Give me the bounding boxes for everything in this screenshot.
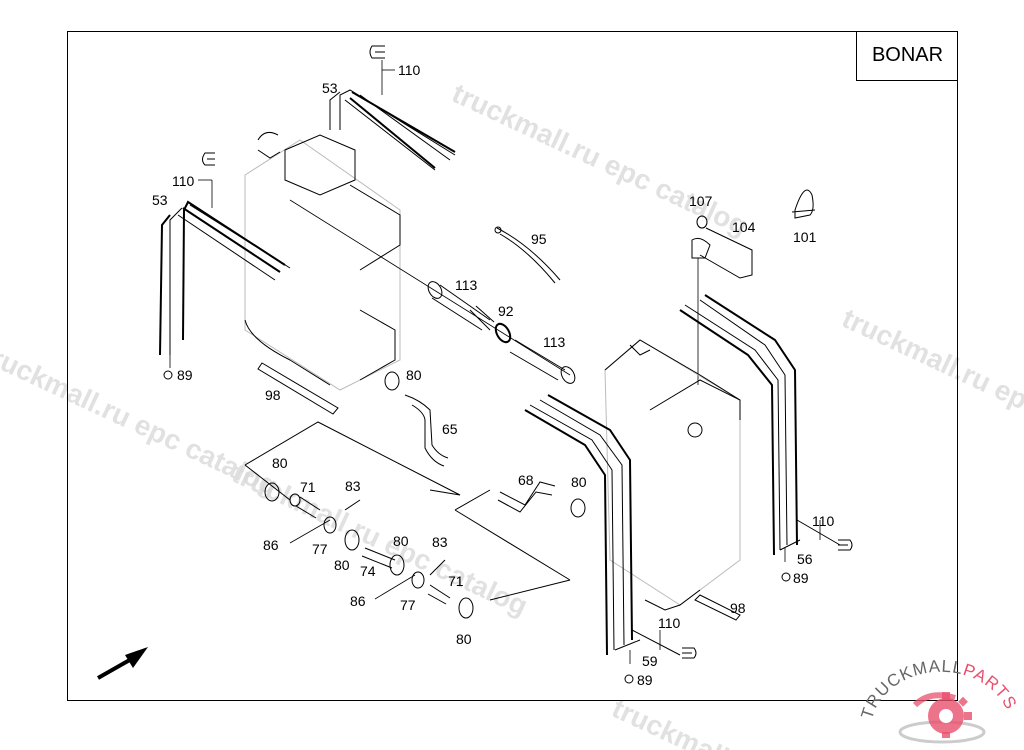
bracket-53-left	[159, 200, 291, 356]
callout-65: 65	[442, 421, 458, 437]
leader-lines	[169, 60, 821, 664]
clip-101	[791, 189, 816, 219]
callout-80: 80	[406, 367, 422, 383]
pipe-assembly-113	[289, 199, 576, 384]
callout-59: 59	[642, 653, 658, 669]
callout-53: 53	[322, 80, 338, 96]
callout-77: 77	[312, 541, 328, 557]
callout-110: 110	[658, 615, 681, 631]
callout-56: 56	[797, 551, 813, 567]
callout-labels: 110 53 110 53 89 98 80 65 95 113 92 113 …	[152, 62, 835, 688]
bracket-right-rear	[679, 294, 841, 556]
callout-80: 80	[272, 455, 288, 471]
callout-110: 110	[812, 513, 835, 529]
callout-83: 83	[345, 478, 361, 494]
callout-71: 71	[300, 479, 316, 495]
arrow-up-right-icon	[97, 647, 148, 680]
bracket-right-front	[524, 394, 681, 656]
bracket-53-top	[329, 89, 456, 171]
callout-71: 71	[448, 573, 464, 589]
callout-113: 113	[455, 277, 478, 293]
callout-89: 89	[793, 570, 809, 586]
callout-74: 74	[360, 563, 376, 579]
callout-101: 101	[793, 229, 817, 245]
diagram-frame	[67, 31, 958, 701]
callout-80: 80	[571, 474, 587, 490]
callout-92: 92	[498, 303, 514, 319]
callout-104: 104	[732, 219, 756, 235]
callout-110: 110	[398, 62, 421, 78]
right-fuel-tank	[604, 339, 741, 611]
callout-98: 98	[730, 600, 746, 616]
washers-89	[163, 370, 791, 684]
callout-86: 86	[350, 593, 366, 609]
callout-80: 80	[456, 631, 472, 647]
callout-110: 110	[172, 173, 195, 189]
callout-53: 53	[152, 192, 168, 208]
callout-113: 113	[543, 334, 566, 350]
title-box: BONAR	[856, 31, 958, 81]
strap-98	[257, 362, 741, 621]
callout-89: 89	[637, 672, 653, 688]
coupling-assembly	[244, 464, 571, 619]
callout-68: 68	[518, 472, 534, 488]
callout-77: 77	[400, 597, 416, 613]
callout-98: 98	[265, 387, 281, 403]
gear-icon	[898, 692, 986, 744]
truckmall-parts-logo[interactable]: TRUCKMALLPARTS	[860, 650, 1024, 750]
hose-68	[454, 481, 586, 581]
callout-83: 83	[432, 534, 448, 550]
callout-107: 107	[689, 193, 713, 209]
strap-95	[494, 226, 561, 284]
callout-86: 86	[263, 537, 279, 553]
hose-65	[244, 371, 461, 496]
callout-80: 80	[334, 557, 350, 573]
left-fuel-tank	[244, 131, 401, 391]
u-clips	[202, 45, 853, 659]
callout-89: 89	[177, 367, 193, 383]
diagram-title: BONAR	[871, 44, 944, 66]
callout-80: 80	[393, 533, 409, 549]
callout-95: 95	[531, 231, 547, 247]
